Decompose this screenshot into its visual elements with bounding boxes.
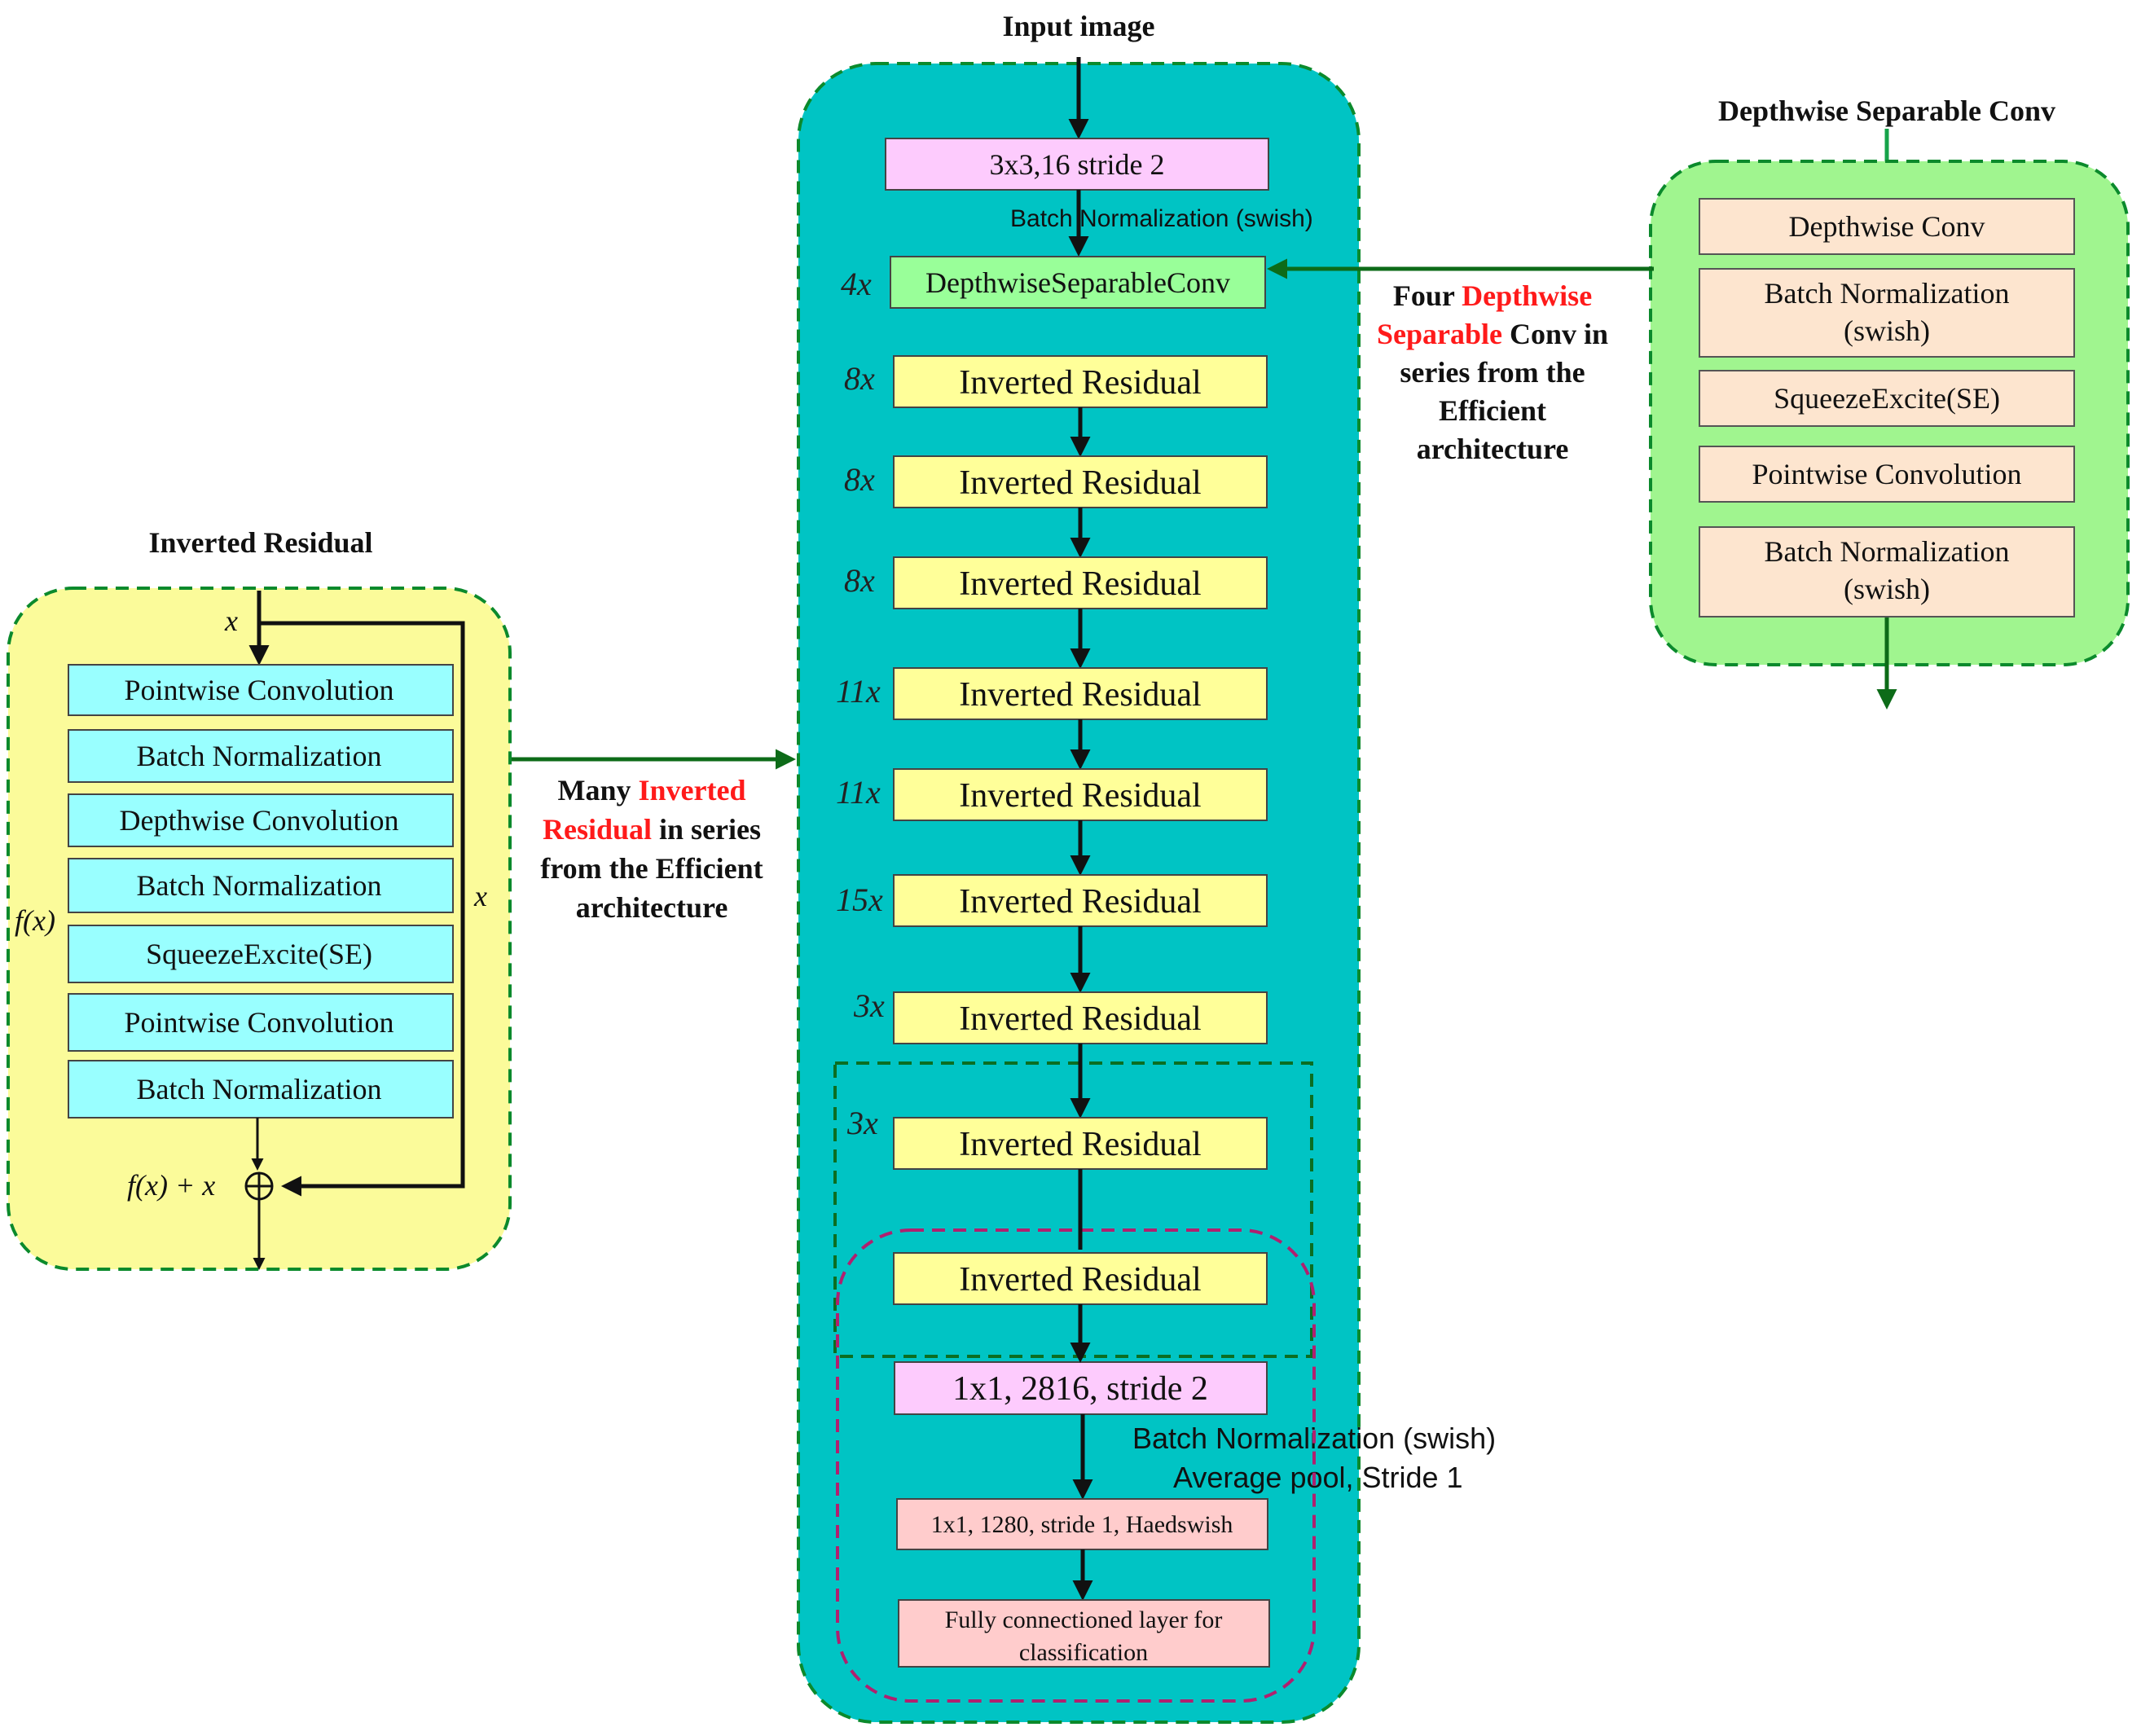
head-pool-label: Average pool, Stride 1 bbox=[1173, 1461, 1463, 1494]
dsc-caption-line2: Separable Conv in bbox=[1377, 318, 1608, 350]
ir-caption-line1: Many Inverted bbox=[558, 774, 746, 806]
dsc-panel-item-label: Batch Normalization bbox=[1765, 535, 2010, 568]
dsc-multiplier: 4x bbox=[841, 266, 872, 302]
inverted-residual-block bbox=[893, 455, 1268, 508]
block-multiplier: 11x bbox=[836, 673, 881, 710]
dsc-detail-panel: Depthwise Separable Conv Depthwise ConvB… bbox=[1267, 94, 2130, 710]
block-multiplier: 8x bbox=[844, 461, 875, 498]
ir-panel-item bbox=[68, 993, 454, 1052]
head-conv-label: 1x1, 2816, stride 2 bbox=[952, 1370, 1208, 1408]
dsc-panel-title: Depthwise Separable Conv bbox=[1718, 94, 2055, 127]
inverted-residual-block bbox=[893, 874, 1268, 927]
inverted-residual-block bbox=[893, 355, 1268, 408]
dsc-caption: Four Depthwise Separable Conv in series … bbox=[1377, 279, 1608, 465]
inverted-residual-block bbox=[893, 991, 1268, 1044]
ir-panel-item bbox=[68, 793, 454, 847]
ir-panel-item bbox=[68, 925, 454, 983]
inverted-residual-block bbox=[893, 1252, 1268, 1305]
inverted-residual-block bbox=[893, 667, 1268, 720]
dsc-panel-item-label: SqueezeExcite(SE) bbox=[1774, 382, 2000, 415]
fc-label-line2: classification bbox=[1019, 1639, 1148, 1666]
dsc-panel-item-label: (swish) bbox=[1844, 314, 1930, 347]
ir-panel-item-label: Pointwise Convolution bbox=[124, 1006, 393, 1039]
inverted-residual-label: Inverted Residual bbox=[959, 777, 1201, 815]
fc-layer-box bbox=[898, 1599, 1270, 1668]
sum-label: f(x) + x bbox=[127, 1169, 215, 1202]
dsc-caption-line5: architecture bbox=[1417, 433, 1569, 465]
skip-connection-line bbox=[259, 621, 465, 1197]
block-multiplier: 11x bbox=[836, 774, 881, 811]
dsc-panel-item bbox=[1699, 198, 2075, 255]
inverted-residual-label: Inverted Residual bbox=[959, 1000, 1201, 1038]
dsc-panel-item bbox=[1699, 370, 2075, 427]
ir-input-var: x bbox=[224, 604, 238, 637]
input-image-title: Input image bbox=[1002, 10, 1154, 42]
dsc-caption-line1: Four Depthwise bbox=[1393, 279, 1592, 312]
inverted-residual-label: Inverted Residual bbox=[959, 1261, 1201, 1299]
ir-panel-item-label: Batch Normalization bbox=[137, 740, 382, 772]
inverted-residual-label: Inverted Residual bbox=[959, 364, 1201, 402]
inverted-residual-block bbox=[893, 768, 1268, 821]
ir-panel-item-label: Batch Normalization bbox=[137, 869, 382, 902]
dsc-panel-item-label: Batch Normalization bbox=[1765, 277, 2010, 310]
ir-panel-title: Inverted Residual bbox=[148, 526, 372, 559]
dsc-box-label: DepthwiseSeparableConv bbox=[925, 266, 1230, 299]
ir-caption: Many Inverted Residual in series from th… bbox=[540, 774, 763, 924]
ir-panel-item-label: Pointwise Convolution bbox=[124, 674, 393, 706]
fc-label-line1: Fully connectioned layer for bbox=[945, 1606, 1223, 1633]
inverted-residual-label: Inverted Residual bbox=[959, 464, 1201, 502]
ir-panel-item bbox=[68, 664, 454, 716]
final-conv-box bbox=[896, 1498, 1268, 1550]
block-multiplier: 15x bbox=[836, 881, 883, 918]
skip-var: x bbox=[473, 880, 487, 912]
dsc-panel-item-label: Pointwise Convolution bbox=[1752, 458, 2021, 490]
ir-panel-item-label: Batch Normalization bbox=[137, 1073, 382, 1105]
dsc-panel-item bbox=[1699, 446, 2075, 503]
ir-panel-item-label: Depthwise Convolution bbox=[120, 804, 399, 837]
dsc-panel-item-label: Depthwise Conv bbox=[1789, 210, 1985, 243]
stem-bn-label: Batch Normalization (swish) bbox=[1010, 205, 1313, 232]
inverted-residual-label: Inverted Residual bbox=[959, 565, 1201, 603]
inverted-residual-label: Inverted Residual bbox=[959, 883, 1201, 921]
ir-panel-item-label: SqueezeExcite(SE) bbox=[146, 938, 372, 970]
ir-panel-item bbox=[68, 1060, 454, 1119]
dsc-caption-line4: Efficient bbox=[1439, 394, 1546, 427]
block-multiplier: 8x bbox=[844, 360, 875, 397]
inverted-residual-block bbox=[893, 556, 1268, 609]
stem-conv-box bbox=[885, 138, 1269, 191]
inverted-residual-block bbox=[893, 1117, 1268, 1170]
sum-operator-icon bbox=[244, 1171, 274, 1201]
dsc-panel-item bbox=[1699, 526, 2075, 617]
ir-caption-line4: architecture bbox=[576, 891, 728, 924]
dsc-box bbox=[890, 256, 1266, 309]
ir-detail-panel: Inverted Residual x x Pointwise Convolut… bbox=[7, 526, 796, 1271]
ir-panel-item bbox=[68, 729, 454, 783]
main-network-panel: Input image 3x3,16 stride 2 Batch Normal… bbox=[797, 10, 1496, 1724]
stem-conv-label: 3x3,16 stride 2 bbox=[990, 148, 1165, 181]
dsc-caption-line3: series from the bbox=[1400, 356, 1585, 389]
ir-caption-line2: Residual in series bbox=[543, 813, 761, 846]
block-multiplier: 3x bbox=[846, 1105, 878, 1141]
ir-caption-line3: from the Efficient bbox=[540, 852, 763, 885]
fx-label: f(x) bbox=[15, 904, 55, 937]
inverted-residual-label: Inverted Residual bbox=[959, 1126, 1201, 1163]
block-multiplier: 3x bbox=[853, 987, 885, 1024]
ir-panel-item bbox=[68, 858, 454, 913]
block-multiplier: 8x bbox=[844, 562, 875, 599]
dsc-panel-item-label: (swish) bbox=[1844, 573, 1930, 605]
head-group-outline bbox=[836, 1228, 1316, 1703]
inverted-residual-label: Inverted Residual bbox=[959, 676, 1201, 714]
final-conv-label: 1x1, 1280, stride 1, Haedswish bbox=[931, 1511, 1233, 1538]
dsc-panel-item bbox=[1699, 268, 2075, 358]
